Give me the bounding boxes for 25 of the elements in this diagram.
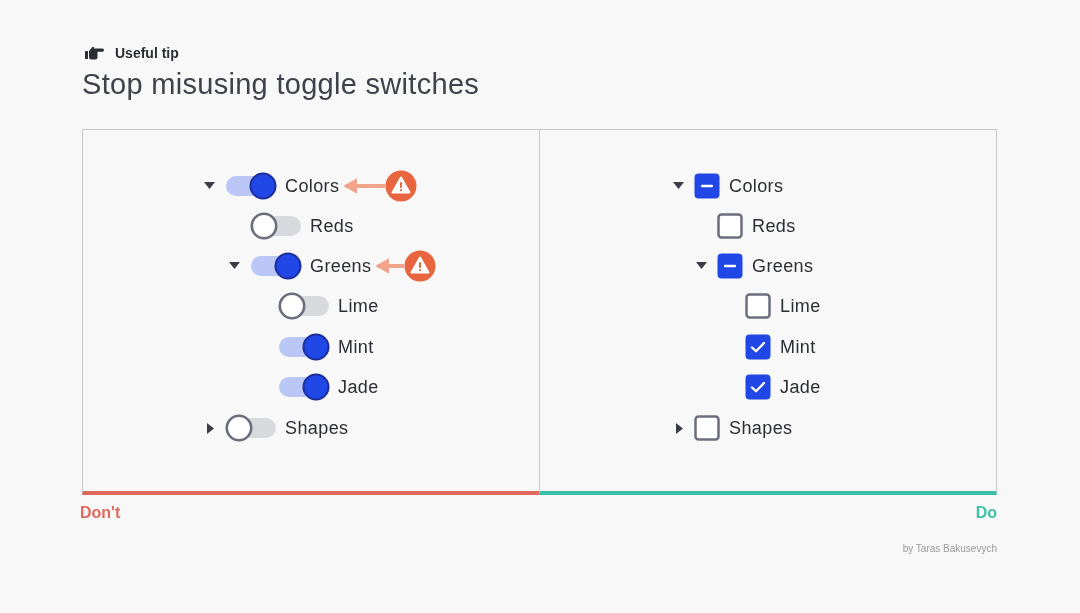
panel [82, 129, 540, 495]
item-label: Colors [285, 175, 340, 197]
warning-icon [404, 250, 436, 282]
item-label: Greens [752, 255, 814, 277]
arrow [343, 178, 385, 194]
item-label: Shapes [729, 417, 793, 439]
item-label: Greens [310, 255, 372, 277]
credit-label: by Taras Bakusevych [902, 543, 997, 555]
item-label: Reds [310, 215, 354, 237]
warning-icon [385, 170, 417, 202]
arrow [375, 258, 404, 274]
item-label: Colors [729, 175, 784, 197]
item-label: Lime [780, 295, 821, 317]
item-label: Jade [780, 376, 821, 398]
panel-caption: Do [975, 503, 997, 523]
item-label: Mint [780, 336, 816, 358]
item-label: Reds [752, 215, 796, 237]
item-label: Jade [338, 376, 379, 398]
tip-label: Useful tip [115, 44, 179, 62]
item-label: Lime [338, 295, 379, 317]
item-label: Mint [338, 336, 374, 358]
item-label: Shapes [285, 417, 349, 439]
panel [539, 129, 997, 495]
title: Stop misusing toggle switches [82, 67, 480, 102]
panel-caption: Don't [80, 503, 121, 523]
